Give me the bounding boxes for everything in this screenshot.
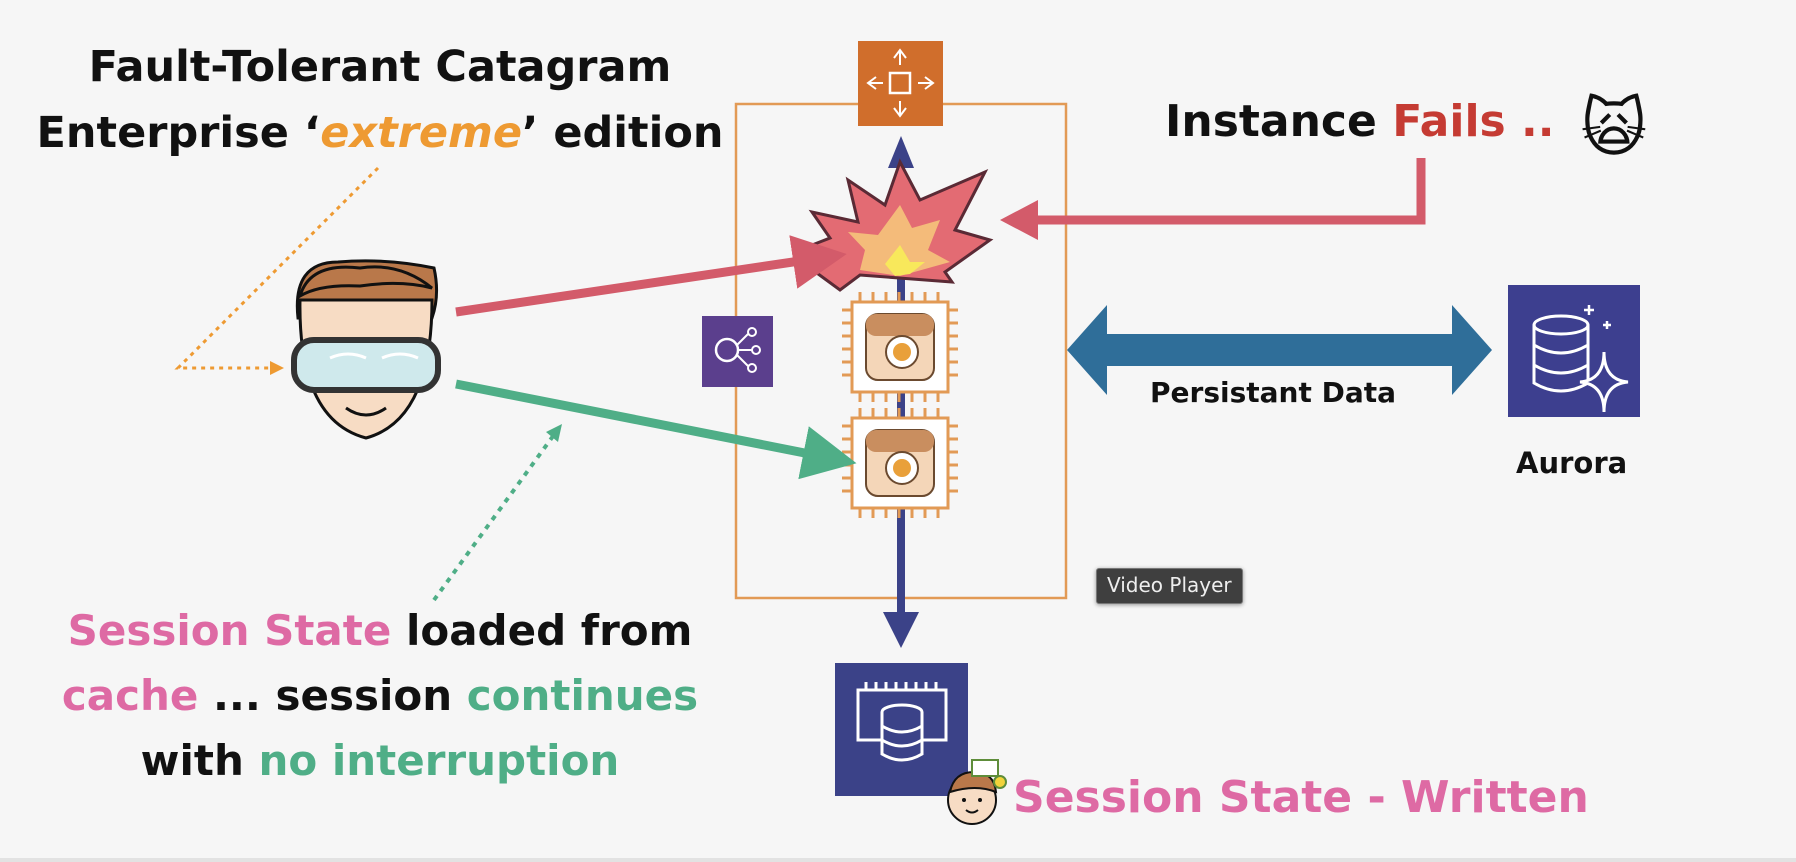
persistent-data-arrow <box>1067 305 1492 395</box>
instance-chip-icon <box>842 292 958 402</box>
instance-fails-label: Instance Fails ..🙀 <box>1165 92 1648 166</box>
failure-arrow <box>1000 158 1426 240</box>
session-pointer-head <box>546 424 562 442</box>
bottom-divider <box>0 858 1796 862</box>
video-player-tooltip: Video Player <box>1096 568 1243 604</box>
title-emphasis: extreme <box>320 108 523 158</box>
title-line-1: Fault-Tolerant Catagram <box>88 42 672 92</box>
persistent-data-label: Persistant Data <box>1150 376 1397 409</box>
instance-chip-icon <box>842 408 958 518</box>
scared-cat-emoji: 🙀 <box>1580 92 1648 166</box>
session-written-label: Session State - Written <box>1013 772 1589 823</box>
user-avatar-icon <box>291 259 441 440</box>
explosion-icon <box>808 158 994 292</box>
title-line-2: Enterprise ‘extreme’ edition <box>36 108 724 158</box>
load-balancer-icon <box>702 316 773 387</box>
aurora-database-icon <box>1508 285 1640 417</box>
diagram-title: Fault-Tolerant Catagram Enterprise ‘extr… <box>0 34 760 166</box>
elasticache-icon <box>835 663 968 796</box>
session-loaded-text: Session State loaded from cache ... sess… <box>61 606 699 785</box>
fails-highlight: Fails .. <box>1392 96 1555 147</box>
user-to-instance-red-arrow <box>455 235 847 317</box>
title-pointer-head <box>270 361 284 375</box>
title-pointer <box>174 166 380 370</box>
aurora-label: Aurora <box>1516 446 1628 480</box>
session-pointer <box>432 430 558 602</box>
auto-scaling-icon <box>858 41 943 126</box>
user-to-instance-green-arrow <box>455 379 857 480</box>
user-avatar-small-icon <box>947 759 1007 825</box>
